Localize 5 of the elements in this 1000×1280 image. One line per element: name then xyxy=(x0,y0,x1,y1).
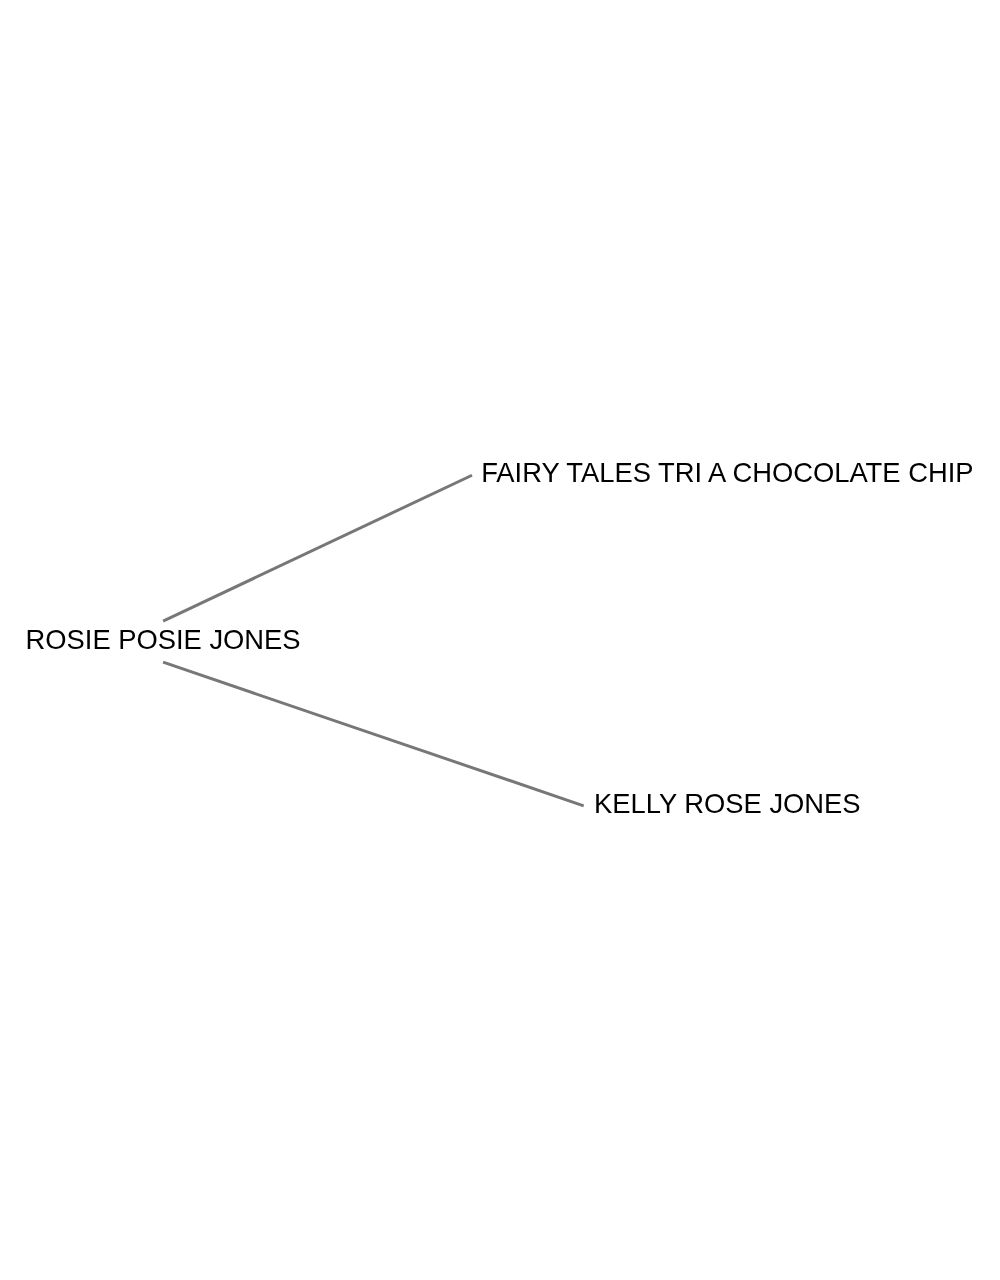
connector xyxy=(161,473,473,622)
node-text: ROSIE POSIE JONES xyxy=(25,623,301,655)
node-text: KELLY ROSE JONES xyxy=(593,787,861,819)
connector xyxy=(162,660,584,807)
node-text: FAIRY TALES TRI A CHOCOLATE CHIP xyxy=(480,456,974,488)
